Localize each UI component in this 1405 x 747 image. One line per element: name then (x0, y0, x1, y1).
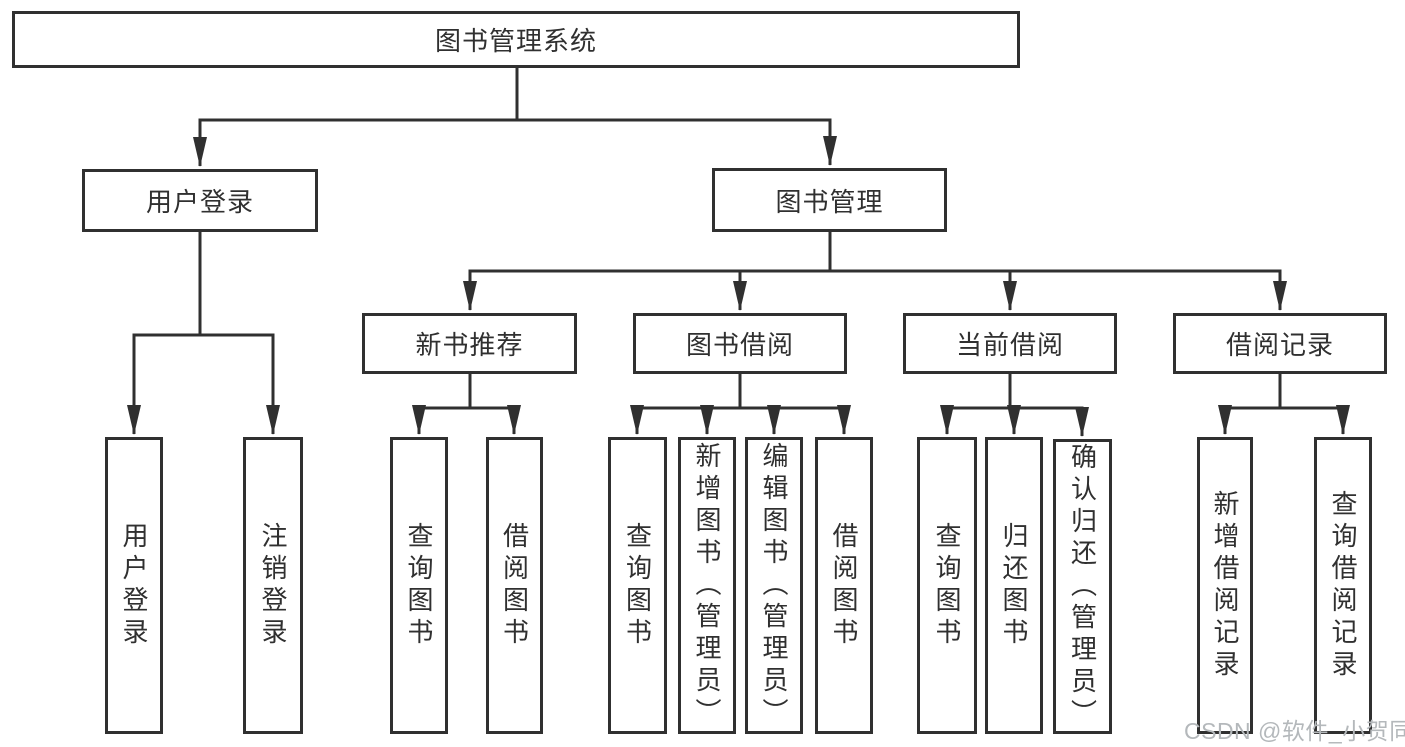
leaf-user-login: 用户登录 (105, 437, 163, 734)
leaf-add-book-admin: 新增图书（管理员） (678, 437, 736, 734)
leaf-add-borrow-record: 新增借阅记录 (1197, 437, 1253, 734)
node-label: 图书管理系统 (434, 26, 597, 56)
leaf-label: 查询借阅记录 (1328, 489, 1358, 682)
leaf-borrow-books-recommend: 借阅图书 (486, 437, 543, 734)
node-book-management-system: 图书管理系统 (12, 11, 1020, 68)
leaf-label: 查询图书 (404, 521, 434, 650)
leaf-label: 借阅图书 (829, 521, 859, 650)
node-borrow-records: 借阅记录 (1173, 313, 1387, 374)
node-label: 借阅记录 (1225, 330, 1334, 360)
leaf-label: 新增图书（管理员） (692, 441, 722, 730)
leaf-confirm-return-admin: 确认归还（管理员） (1053, 439, 1112, 734)
node-label: 用户登录 (145, 187, 254, 217)
node-new-book-recommend: 新书推荐 (362, 313, 577, 374)
leaf-label: 编辑图书（管理员） (759, 441, 789, 730)
leaf-label: 确认归还（管理员） (1067, 442, 1098, 731)
leaf-label: 新增借阅记录 (1210, 489, 1240, 682)
leaf-query-borrow-record: 查询借阅记录 (1314, 437, 1372, 734)
leaf-return-books: 归还图书 (985, 437, 1043, 734)
csdn-watermark: CSDN @软件_小贺同学 (1184, 718, 1405, 744)
node-label: 新书推荐 (415, 330, 524, 360)
leaf-borrow-books: 借阅图书 (815, 437, 873, 734)
node-label: 图书管理 (775, 186, 884, 217)
leaf-label: 查询图书 (932, 521, 962, 650)
leaf-label: 查询图书 (622, 521, 653, 650)
leaf-label: 注销登录 (258, 521, 288, 650)
node-book-borrow: 图书借阅 (633, 313, 847, 374)
node-label: 图书借阅 (685, 330, 794, 360)
leaf-edit-book-admin: 编辑图书（管理员） (745, 437, 803, 734)
node-label: 当前借阅 (955, 330, 1064, 360)
node-user-login: 用户登录 (82, 169, 318, 232)
leaf-query-books-current: 查询图书 (917, 437, 977, 734)
leaf-label: 用户登录 (119, 521, 149, 650)
leaf-logout-login: 注销登录 (243, 437, 303, 734)
leaf-label: 借阅图书 (499, 521, 530, 650)
leaf-query-books-recommend: 查询图书 (390, 437, 448, 734)
node-current-borrow: 当前借阅 (903, 313, 1117, 374)
leaf-query-books-borrow: 查询图书 (608, 437, 667, 734)
node-book-management: 图书管理 (712, 168, 947, 232)
leaf-label: 归还图书 (999, 521, 1029, 650)
